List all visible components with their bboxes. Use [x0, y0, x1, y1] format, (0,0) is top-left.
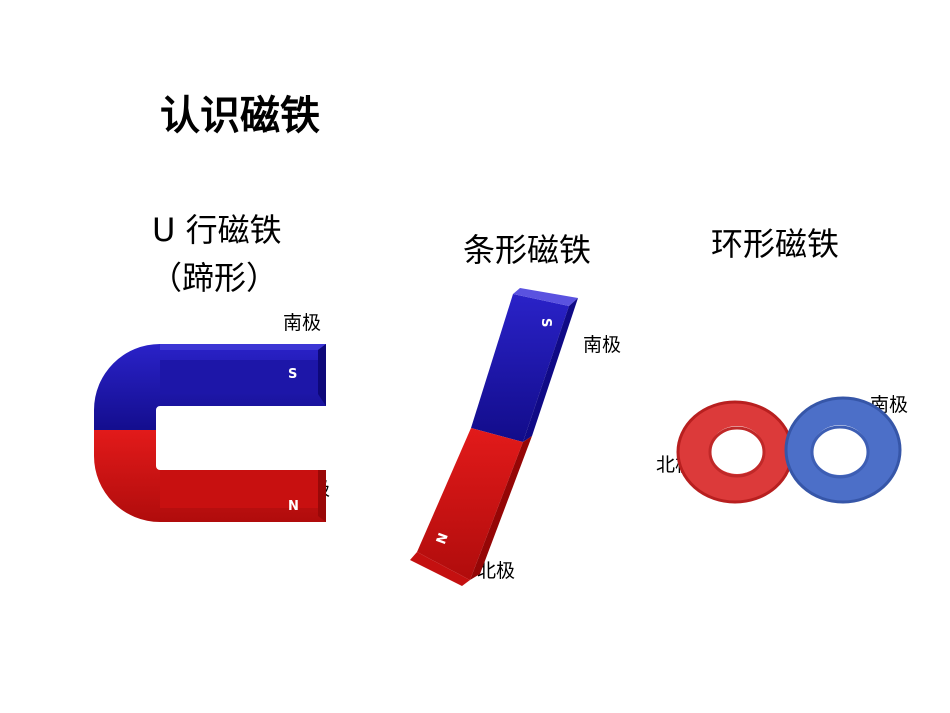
bar-south-pole-label: 南极: [583, 334, 622, 356]
horseshoe-south-pole-label: 南极: [283, 312, 322, 334]
bar-north-half: [417, 428, 523, 580]
ring-magnet-title: 环形磁铁: [711, 225, 840, 263]
bar-north-letter: N: [434, 531, 452, 546]
bar-south-letter: S: [538, 318, 553, 327]
horseshoe-magnet-subtitle: （蹄形）: [150, 259, 279, 297]
bar-south-half: [471, 294, 569, 442]
horseshoe-north-letter: N: [288, 499, 299, 514]
horseshoe-magnet-title: U 行磁铁: [152, 211, 282, 249]
page-title: 认识磁铁: [160, 93, 320, 139]
bar-north-pole-label: 北极: [477, 560, 516, 582]
bar-magnet: [410, 288, 578, 586]
horseshoe-south-letter: S: [288, 367, 297, 382]
horseshoe-magnet: [94, 344, 326, 522]
ring-magnets: [676, 396, 902, 504]
bar-magnet-title: 条形磁铁: [463, 231, 592, 269]
